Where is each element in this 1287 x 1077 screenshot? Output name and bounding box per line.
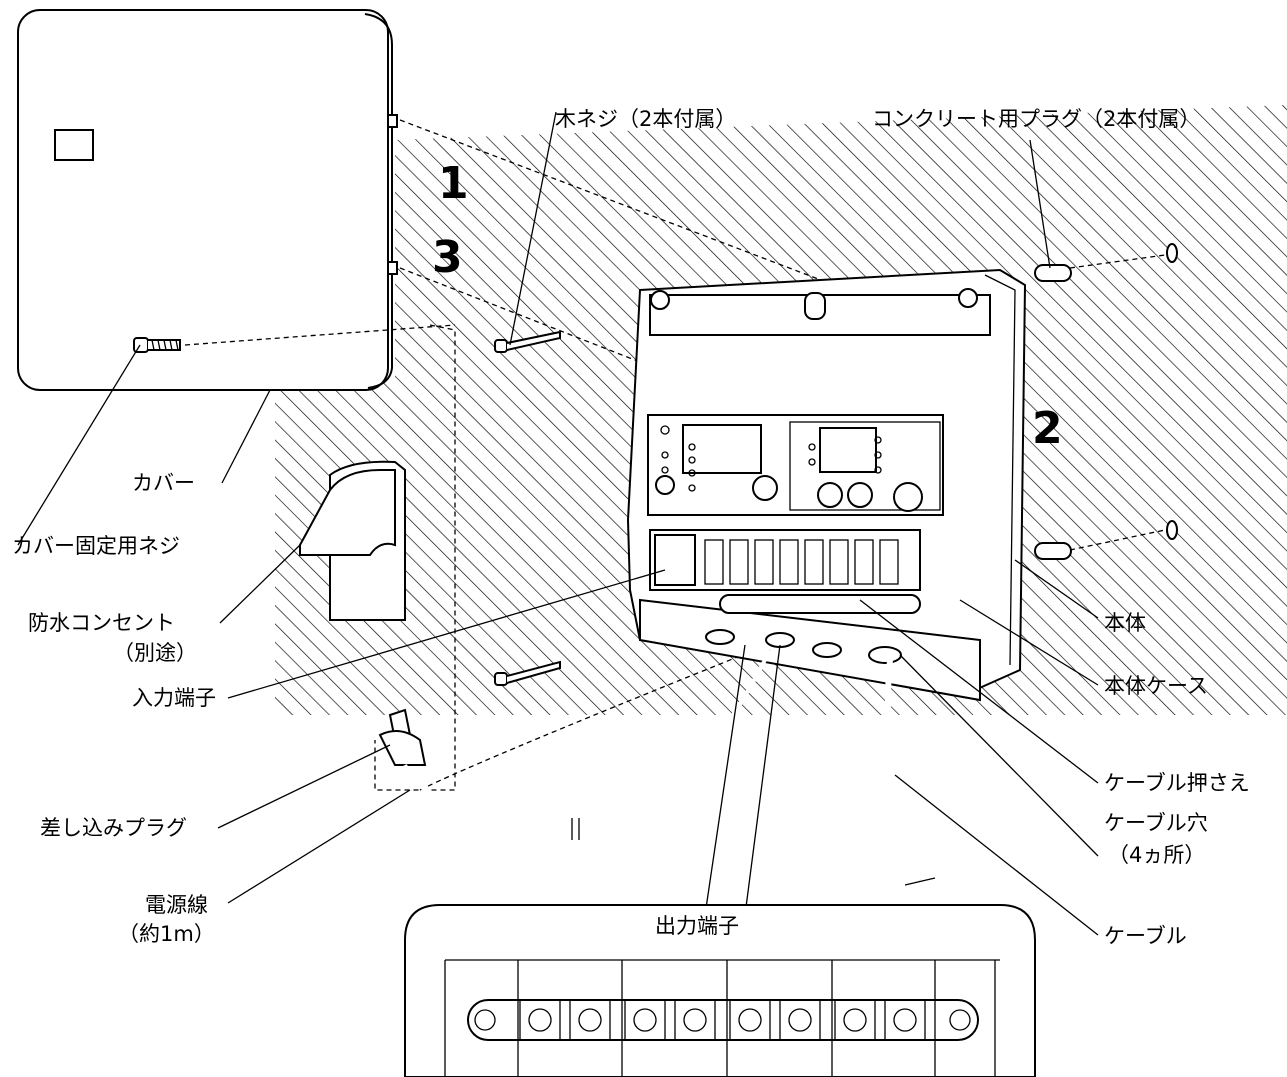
output-terminal-callout [404, 904, 1036, 1077]
concrete-plug-icon [1034, 243, 1178, 560]
label-outlet-line2: （別途） [113, 641, 197, 665]
step-number-2: 2 [1032, 403, 1063, 454]
label-cable-hole-line2: （4ヵ所） [1108, 843, 1205, 867]
label-cable-clamp: ケーブル押さえ [1104, 771, 1250, 795]
leader-lines [17, 111, 1099, 936]
label-output-terminal: 出力端子 [655, 914, 739, 938]
wood-screw-icon [494, 330, 561, 686]
label-main-unit: 本体 [1104, 611, 1146, 635]
main-unit-illustration [626, 268, 1027, 702]
cover-screw-icon [133, 337, 181, 353]
step-number-3: 3 [432, 232, 463, 283]
waterproof-outlet-icon [299, 460, 406, 621]
label-cover: カバー [132, 471, 195, 495]
cover-illustration [17, 9, 398, 391]
label-power-cord-line2: （約1m） [118, 922, 215, 946]
cable-icon [704, 644, 936, 916]
label-cable: ケーブル [1104, 924, 1187, 948]
label-cable-hole-line1: ケーブル穴 [1104, 811, 1208, 835]
label-main-case: 本体ケース [1104, 674, 1208, 698]
power-cord-icon [378, 649, 772, 840]
label-power-cord-line1: 電源線 [145, 893, 208, 917]
label-wood-screw: 木ネジ（2本付属） [555, 107, 736, 131]
label-cover-screw: カバー固定用ネジ [12, 534, 180, 558]
step-number-1: 1 [438, 158, 469, 209]
label-plug: 差し込みプラグ [40, 816, 187, 840]
label-concrete-plug: コンクリート用プラグ（2本付属） [872, 107, 1200, 131]
label-outlet-line1: 防水コンセント [28, 611, 175, 635]
label-input-terminal: 入力端子 [132, 686, 216, 710]
